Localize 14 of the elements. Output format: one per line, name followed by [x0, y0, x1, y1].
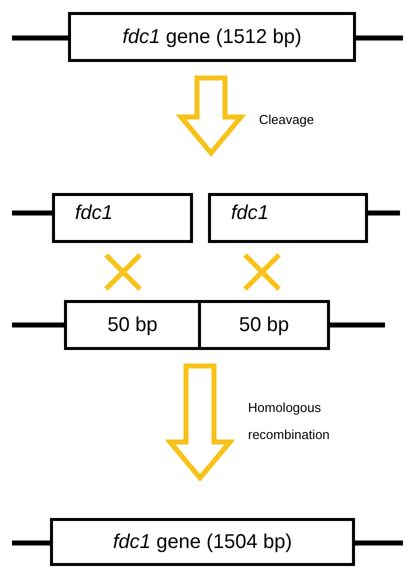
gene-label: fdc1	[231, 202, 269, 225]
gene-box	[52, 193, 193, 243]
gene-label: fdc1	[75, 202, 113, 225]
gene-box	[64, 300, 201, 350]
gene-label: fdc1 gene (1504 bp)	[112, 530, 292, 554]
gene-label: 50 bp	[107, 314, 158, 336]
gene-label: 50 bp	[238, 314, 290, 336]
block-arrow	[164, 364, 236, 482]
block-arrow	[176, 76, 246, 157]
gene-box	[50, 518, 355, 566]
gene-box	[198, 300, 330, 350]
gene-box	[68, 12, 356, 62]
gene-label: fdc1 gene (1512 bp)	[122, 26, 302, 48]
gene-box	[208, 193, 368, 243]
